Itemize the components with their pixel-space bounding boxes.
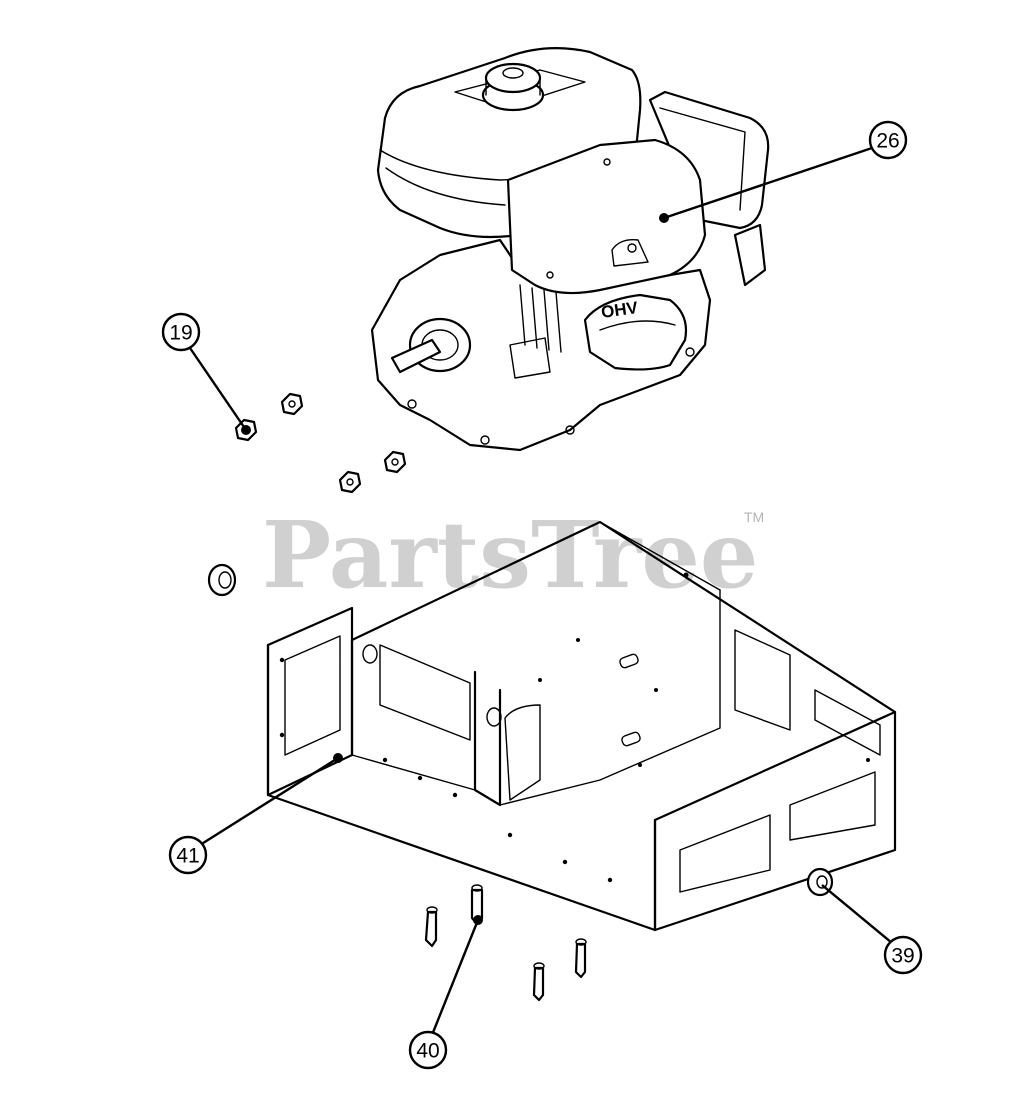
watermark-text: PartsTree [262,501,758,609]
callout-41-label: 41 [176,845,199,868]
callout-40[interactable]: 40 [408,1030,448,1070]
frame-illustration [266,520,897,932]
bolt-icon [424,906,438,948]
nuts-group [234,392,407,494]
callout-26-label: 26 [876,130,899,153]
callout-41[interactable]: 41 [168,835,208,875]
callout-19-label: 19 [169,322,192,345]
nut-icon [280,392,304,416]
bolt-icon [532,962,545,1002]
fuel-cap-icon [481,62,545,112]
nut-icon [383,450,407,474]
grommet-icon [207,563,237,597]
callout-40-label: 40 [416,1040,439,1063]
callout-39-label: 39 [891,945,914,968]
callout-39[interactable]: 39 [883,935,923,975]
engine-illustration: OHV [370,47,770,452]
bolt-icon [574,938,587,979]
bolts-group [424,884,587,1002]
callout-26[interactable]: 26 [868,120,908,160]
callout-19[interactable]: 19 [161,312,201,352]
nut-icon [338,470,362,494]
watermark-trademark: TM [744,509,764,525]
